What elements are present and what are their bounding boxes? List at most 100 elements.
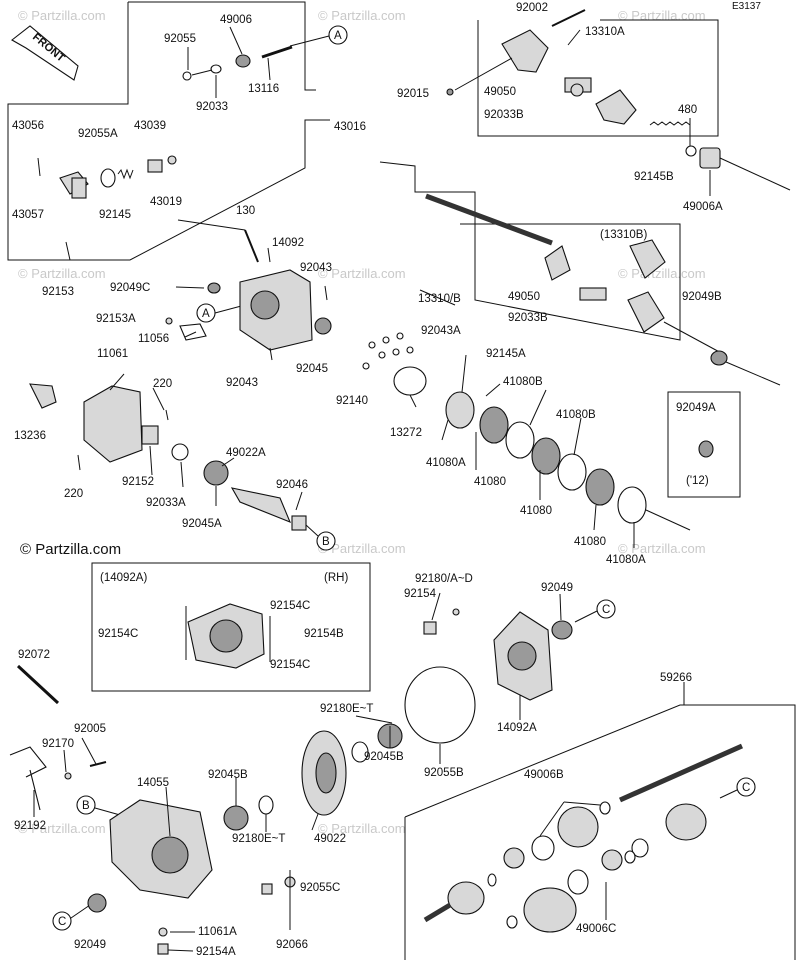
part-label: 92153 <box>42 286 74 298</box>
part-shapes <box>9 9 791 955</box>
watermark-text: © Partzilla.com <box>318 8 406 23</box>
part-label: 92154C <box>270 659 310 671</box>
callout-c-low: C <box>52 904 91 931</box>
part-label: 41080A <box>426 457 466 469</box>
part-label: 13310/B <box>418 293 461 305</box>
part-label: 49006C <box>576 923 616 935</box>
part-label: 49050 <box>484 86 516 98</box>
svg-text:B: B <box>322 536 330 548</box>
part-labels: 92002 49006 13310A 92055 13116 92033 920… <box>12 2 723 958</box>
part-label: 92145A <box>486 348 526 360</box>
part-label: 92192 <box>14 820 46 832</box>
svg-text:C: C <box>742 782 750 794</box>
svg-text:C: C <box>58 916 66 928</box>
part-label: 92055A <box>78 128 118 140</box>
watermark-text: © Partzilla.com <box>618 541 706 556</box>
part-label: 92140 <box>336 395 368 407</box>
part-label: 49006A <box>683 201 723 213</box>
part-label: 92049 <box>74 939 106 951</box>
svg-text:B: B <box>82 800 90 812</box>
watermark-main: © Partzilla.com <box>20 541 121 558</box>
part-label: 92145 <box>99 209 131 221</box>
part-label: 11056 <box>138 333 169 345</box>
part-label: 130 <box>236 205 255 217</box>
part-label: 92154C <box>98 628 138 640</box>
part-label: 220 <box>153 378 172 390</box>
part-label: 13272 <box>390 427 422 439</box>
part-label: 14092 <box>272 237 304 249</box>
callout-c-right: C <box>736 777 756 797</box>
svg-text:A: A <box>202 308 210 320</box>
watermark-text: © Partzilla.com <box>18 266 106 281</box>
svg-text:C: C <box>602 604 610 616</box>
part-label: 43039 <box>134 120 166 132</box>
part-label: 14055 <box>137 777 169 789</box>
part-label: 92049 <box>541 582 573 594</box>
watermark-text: © Partzilla.com <box>318 541 406 556</box>
part-label: 11061 <box>97 348 128 360</box>
part-label: 13116 <box>248 83 279 95</box>
part-label: 92043 <box>300 262 332 274</box>
part-label: (14092A) <box>100 572 147 584</box>
callout-b-mid: B <box>305 524 336 551</box>
part-label: 41080A <box>606 554 646 566</box>
part-label: 92049C <box>110 282 150 294</box>
part-label: 41080 <box>474 476 506 488</box>
part-label: 92154C <box>270 600 310 612</box>
part-label: 92154A <box>196 946 236 958</box>
part-label: (13310B) <box>600 229 647 241</box>
part-label: 92045B <box>208 769 248 781</box>
watermark-text: © Partzilla.com <box>18 8 106 23</box>
part-label: 92055 <box>164 33 196 45</box>
watermark-text: © Partzilla.com <box>618 266 706 281</box>
part-label: 41080B <box>503 376 543 388</box>
part-label: 92002 <box>516 2 548 14</box>
part-label: 92033 <box>196 101 228 113</box>
part-label: 59266 <box>660 672 692 684</box>
diagram-code: E3137 <box>732 1 761 12</box>
part-label: 92145B <box>634 171 674 183</box>
part-label: 92033B <box>508 312 548 324</box>
part-label: 92033A <box>146 497 186 509</box>
part-label: 43056 <box>12 120 44 132</box>
watermarks: © Partzilla.com © Partzilla.com © Partzi… <box>18 8 706 836</box>
part-label: 49006 <box>220 14 252 26</box>
part-label: 92180E~T <box>232 833 285 845</box>
part-label: 92170 <box>42 738 74 750</box>
front-arrow-icon: FRONT <box>11 25 79 81</box>
part-label: 92046 <box>276 479 308 491</box>
part-label: 92045B <box>364 751 404 763</box>
callout-c-mid: C <box>574 599 616 623</box>
part-label: (RH) <box>324 572 348 584</box>
part-label: 92154B <box>304 628 344 640</box>
watermark-text: © Partzilla.com <box>618 8 706 23</box>
part-label: 92043 <box>226 377 258 389</box>
part-label: 92055B <box>424 767 464 779</box>
part-label: 41080 <box>574 536 606 548</box>
part-label: ('12) <box>686 475 709 487</box>
part-label: 92005 <box>74 723 106 735</box>
part-label: 49006B <box>524 769 564 781</box>
part-label: 92066 <box>276 939 308 951</box>
part-label: 92015 <box>397 88 429 100</box>
callout-b-low: B <box>76 795 121 816</box>
part-label: 92045 <box>296 363 328 375</box>
part-label: 92180/A~D <box>415 573 473 585</box>
leader-lines <box>33 26 711 952</box>
part-label: 92033B <box>484 109 524 121</box>
watermark-text: © Partzilla.com <box>318 821 406 836</box>
part-label: 49022A <box>226 447 266 459</box>
part-label: 480 <box>678 104 697 116</box>
part-label: 49050 <box>508 291 540 303</box>
part-label: 49022 <box>314 833 346 845</box>
group-outlines <box>7 1 796 960</box>
part-label: 92153A <box>96 313 136 325</box>
svg-text:A: A <box>334 30 342 42</box>
part-label: 220 <box>64 488 83 500</box>
part-label: 43016 <box>334 121 366 133</box>
part-label: 92049B <box>682 291 722 303</box>
part-label: 92072 <box>18 649 50 661</box>
part-label: 92043A <box>421 325 461 337</box>
part-label: 92152 <box>122 476 154 488</box>
